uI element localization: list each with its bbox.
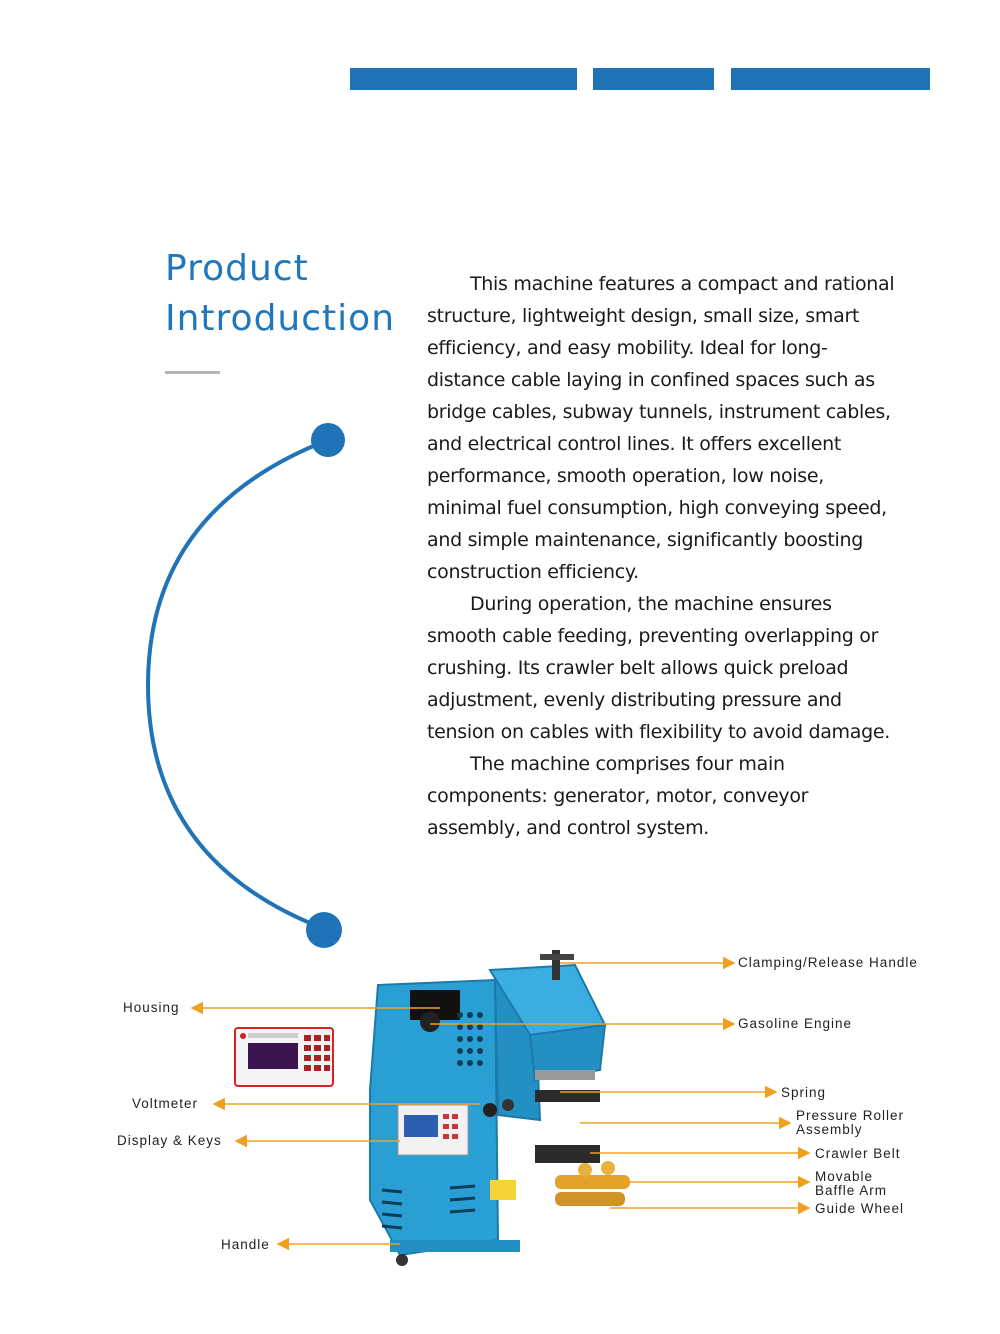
header-bar-1 xyxy=(350,68,577,90)
display-panel-image xyxy=(234,1027,334,1087)
header-bar-2 xyxy=(593,68,714,90)
label-pressure-roller-assembly: Pressure Roller Assembly xyxy=(796,1108,905,1137)
paragraph-1: This machine features a compact and rati… xyxy=(427,273,895,583)
title-underline xyxy=(165,371,220,374)
title-line-1: Product xyxy=(165,248,309,289)
header-bar-3 xyxy=(731,68,930,90)
label-crawler-belt: Crawler Belt xyxy=(815,1146,901,1161)
label-handle: Handle xyxy=(221,1237,270,1252)
label-clamping-release-handle: Clamping/Release Handle xyxy=(738,955,918,970)
label-housing: Housing xyxy=(123,1000,180,1015)
cable-conveyor-machine-image xyxy=(369,950,630,1266)
label-spring: Spring xyxy=(781,1085,827,1100)
label-display-keys: Display & Keys xyxy=(117,1133,222,1148)
label-voltmeter: Voltmeter xyxy=(132,1096,199,1111)
label-movable-baffle-arm: Movable Baffle Arm xyxy=(815,1169,888,1198)
label-guide-wheel: Guide Wheel xyxy=(815,1201,905,1216)
title-line-2: Introduction xyxy=(165,298,396,339)
paragraph-2: During operation, the machine ensures sm… xyxy=(427,593,891,743)
arc-bottom-dot xyxy=(306,912,342,948)
product-description: This machine features a compact and rati… xyxy=(427,268,897,844)
page-title: Product Introduction xyxy=(165,244,395,344)
paragraph-3: The machine comprises four main componen… xyxy=(427,753,809,839)
arc-top-dot xyxy=(311,423,345,457)
label-gasoline-engine: Gasoline Engine xyxy=(738,1016,853,1031)
